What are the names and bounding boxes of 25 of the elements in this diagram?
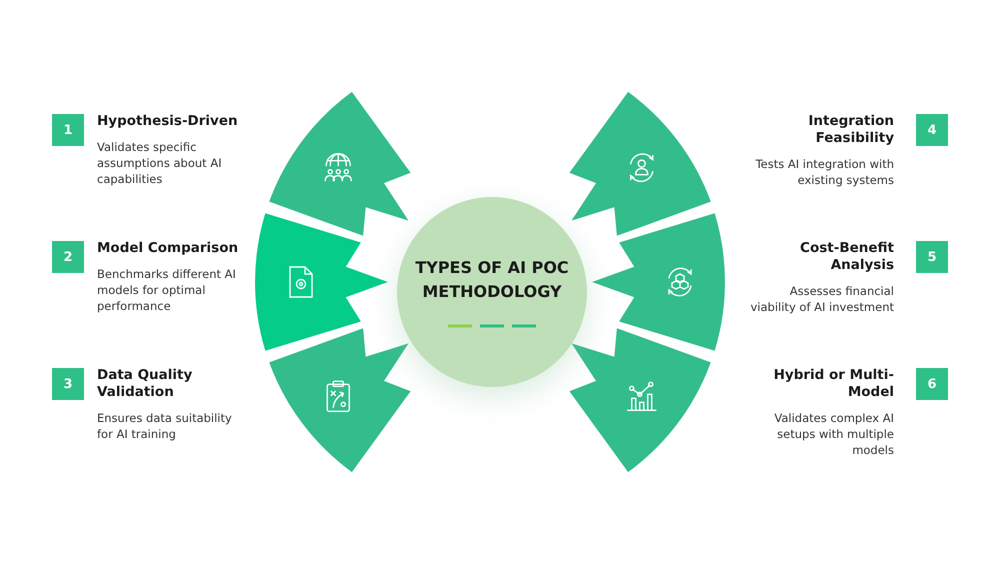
arrow-wedge <box>569 92 711 236</box>
arrow-wedge <box>269 328 411 472</box>
arrow-wedge <box>569 328 711 472</box>
number-badge: 2 <box>52 241 84 273</box>
item-description: Tests AI integration with existing systems <box>754 156 894 188</box>
item-heading: Integration Feasibility <box>807 113 894 147</box>
item-description: Ensures data suitability for AI training <box>97 410 233 442</box>
item-heading: Hybrid or Multi-Model <box>772 367 894 401</box>
item-description: Validates specific assumptions about AI capabilities <box>97 139 223 187</box>
item-heading: Model Comparison <box>97 240 240 257</box>
item-description: Validates complex AI setups with multiple models <box>773 410 894 458</box>
arrow-wedge <box>255 213 388 351</box>
item-description: Assesses financial viability of AI investment <box>750 283 894 315</box>
item-heading: Data Quality Validation <box>97 367 194 401</box>
arrow-wedge <box>269 92 411 236</box>
center-title: TYPES OF AI POC METHODOLOGY <box>414 257 570 303</box>
number-badge: 6 <box>916 368 948 400</box>
item-heading: Cost-Benefit Analysis <box>799 240 894 274</box>
number-badge: 1 <box>52 114 84 146</box>
number-badge: 3 <box>52 368 84 400</box>
item-description: Benchmarks different AI models for optimal performance <box>97 266 237 314</box>
number-badge: 5 <box>916 241 948 273</box>
number-badge: 4 <box>916 114 948 146</box>
arrow-wedge <box>592 213 725 351</box>
item-heading: Hypothesis-Driven <box>97 113 239 130</box>
